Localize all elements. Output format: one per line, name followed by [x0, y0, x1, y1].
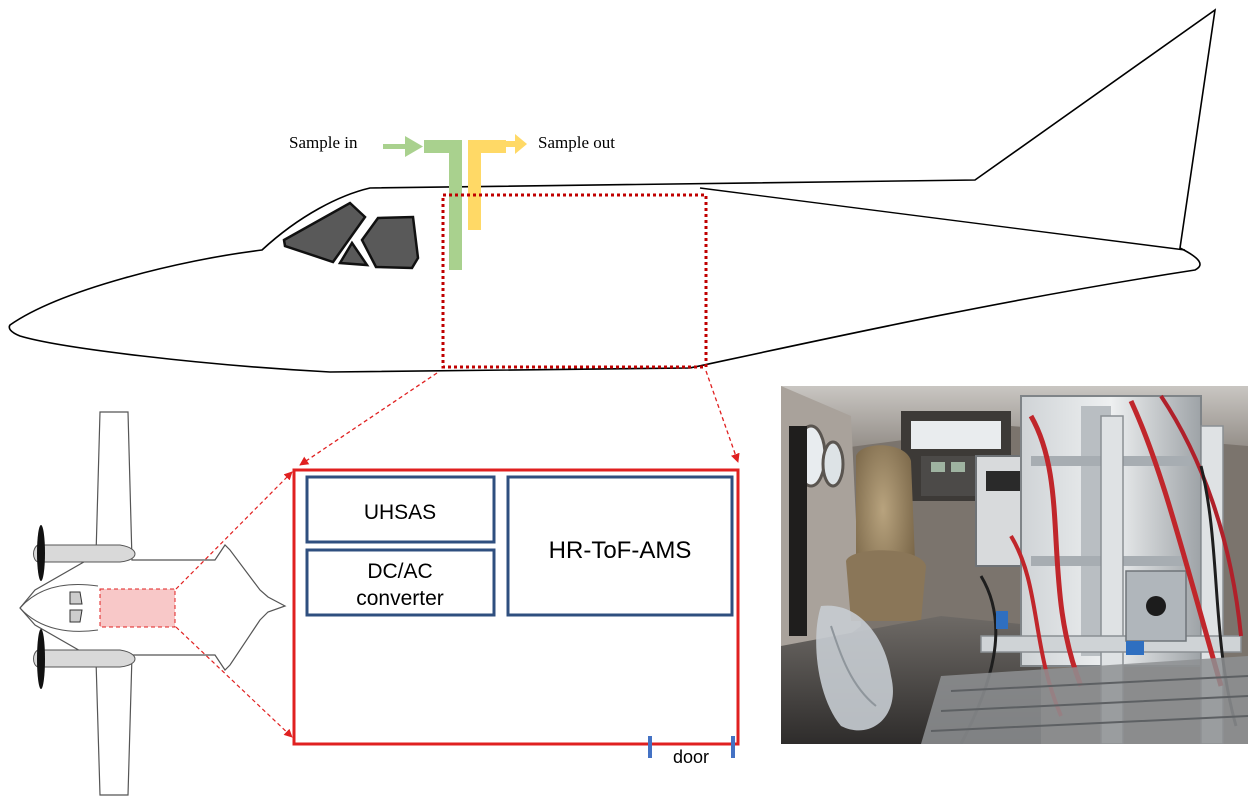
sample-inlet-pipe [383, 136, 462, 270]
zoom-arrow-left [299, 372, 438, 466]
layout-arrow-bottom [175, 626, 293, 738]
aircraft-side-view [8, 8, 1217, 373]
uhsas-label: UHSAS [364, 501, 436, 524]
hr-tof-ams-label: HR-ToF-AMS [549, 537, 692, 564]
cabin-section-dotted [441, 193, 708, 369]
door-label: door [673, 747, 709, 767]
aircraft-top-view [19, 411, 287, 796]
dcac-label-line2: converter [356, 587, 444, 610]
door-marker [648, 736, 735, 758]
instrument-dcac-converter: DC/AC converter [305, 548, 496, 617]
sample-outlet-pipe [468, 134, 527, 230]
instrument-hr-tof-ams: HR-ToF-AMS [506, 475, 734, 617]
cabin-interior-photo [781, 386, 1248, 744]
cockpit-windows [282, 201, 420, 270]
zoom-arrow-right [705, 370, 740, 463]
sample-out-label: Sample out [538, 133, 615, 152]
cabin-highlight-topview [99, 588, 176, 628]
sample-in-label: Sample in [289, 133, 358, 152]
instrument-uhsas: UHSAS [305, 475, 496, 544]
dcac-label-line1: DC/AC [367, 560, 432, 583]
